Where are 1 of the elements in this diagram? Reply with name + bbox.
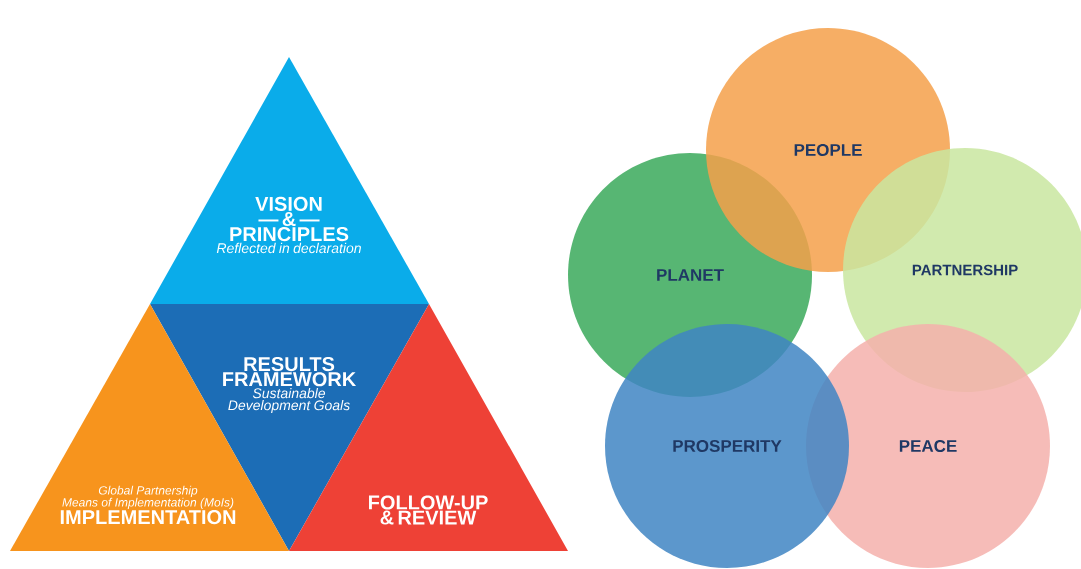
triangle: VISION — & — PRINCIPLES Reflected in declaration [150,57,429,304]
